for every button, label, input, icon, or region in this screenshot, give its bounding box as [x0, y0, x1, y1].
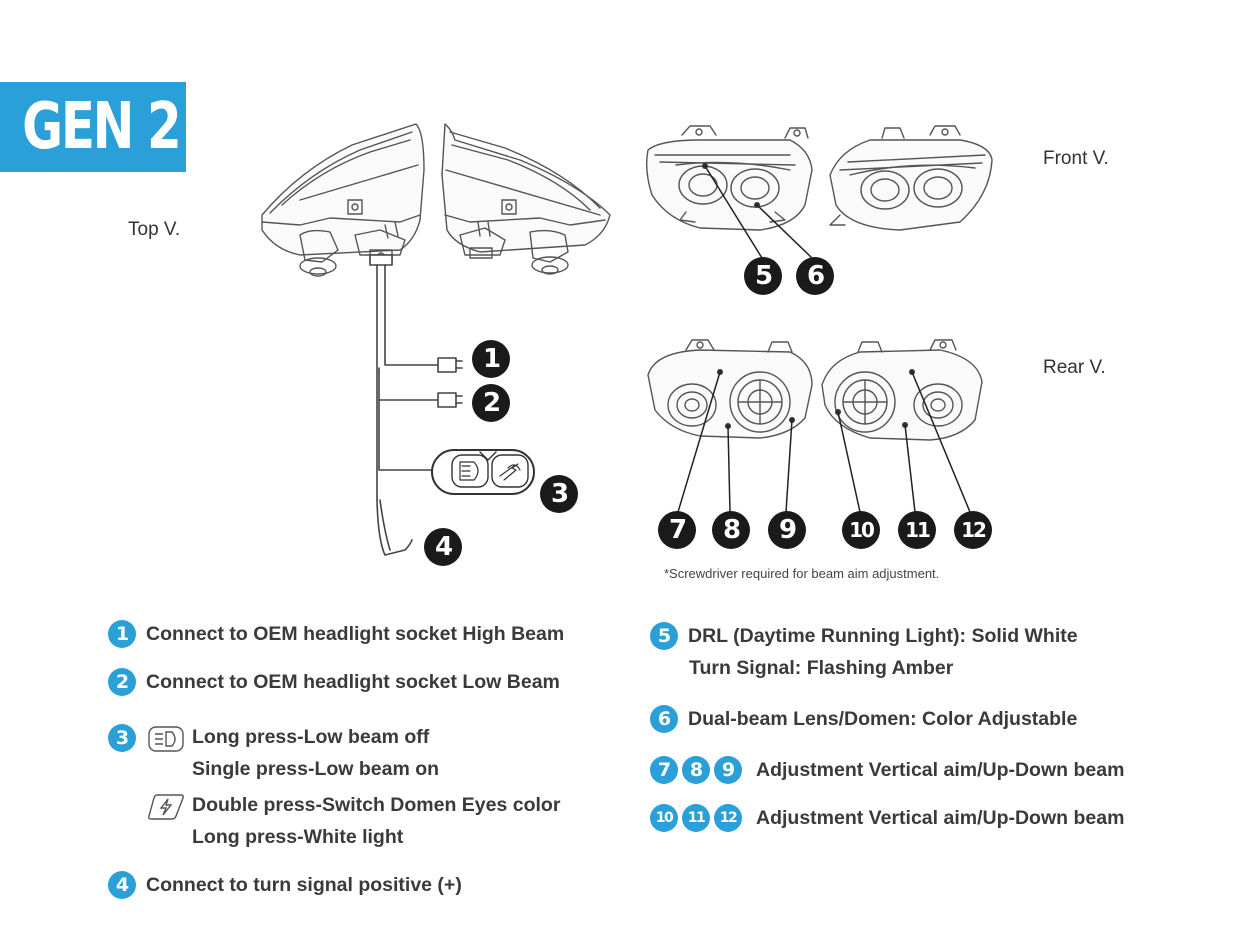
leader-lines — [677, 165, 971, 513]
legend-badge-4: 4 — [108, 871, 136, 899]
screwdriver-note: *Screwdriver required for beam aim adjus… — [664, 566, 940, 581]
legend-text-4: Connect to turn signal positive (+) — [146, 873, 462, 896]
legend-text-6: Dual-beam Lens/Domen: Color Adjustable — [688, 707, 1078, 730]
callout-12: 12 — [954, 511, 992, 549]
legend-badge-10: 10 — [650, 804, 678, 832]
legend-item-2: 2 Connect to OEM headlight socket Low Be… — [108, 668, 560, 696]
legend-text-3b1: Double press-Switch Domen Eyes color — [192, 794, 561, 816]
callout-6: 6 — [796, 257, 834, 295]
legend-badge-9: 9 — [714, 756, 742, 784]
low-beam-icon — [148, 726, 184, 752]
top-view-right-headlight — [441, 123, 611, 275]
gen-banner: GEN 2 — [0, 82, 186, 172]
rear-view-left-headlight — [647, 339, 813, 439]
legend-badge-5: 5 — [650, 622, 678, 650]
legend-text-3a1: Long press-Low beam off — [192, 726, 430, 748]
callout-8: 8 — [712, 511, 750, 549]
top-view-label: Top V. — [128, 219, 181, 240]
callout-10: 10 — [842, 511, 880, 549]
legend-item-3: 3 — [108, 724, 136, 752]
legend-text-3a2: Single press-Low beam on — [192, 758, 440, 780]
legend-item-5: 5 DRL (Daytime Running Light): Solid Whi… — [650, 622, 1078, 650]
legend-text-3b2: Long press-White light — [192, 826, 404, 848]
callout-1: 1 — [472, 340, 510, 378]
legend-badge-1: 1 — [108, 620, 136, 648]
legend-item-6: 6 Dual-beam Lens/Domen: Color Adjustable — [650, 705, 1077, 733]
legend-item-4: 4 Connect to turn signal positive (+) — [108, 871, 462, 899]
top-view-left-headlight — [261, 123, 425, 277]
legend-text-1: Connect to OEM headlight socket High Bea… — [146, 622, 565, 645]
front-view-label: Front V. — [1043, 148, 1109, 169]
callout-9: 9 — [768, 511, 806, 549]
legend-item-789: 7 8 9 Adjustment Vertical aim/Up-Down be… — [650, 756, 1124, 784]
front-view-right-headlight — [829, 125, 993, 231]
legend-badge-12: 12 — [714, 804, 742, 832]
lightning-icon — [148, 794, 184, 820]
legend-text-101112: Adjustment Vertical aim/Up-Down beam — [756, 806, 1125, 829]
legend-text-2: Connect to OEM headlight socket Low Beam — [146, 670, 560, 693]
legend-badge-11: 11 — [682, 804, 710, 832]
legend-badge-7: 7 — [650, 756, 678, 784]
callout-2: 2 — [472, 384, 510, 422]
legend-badge-6: 6 — [650, 705, 678, 733]
callout-4: 4 — [424, 528, 462, 566]
legend-badge-3: 3 — [108, 724, 136, 752]
callout-3: 3 — [540, 475, 578, 513]
callout-7: 7 — [658, 511, 696, 549]
legend-text-5a: DRL (Daytime Running Light): Solid White — [688, 624, 1078, 647]
callout-5: 5 — [744, 257, 782, 295]
switch-pod — [431, 449, 535, 495]
legend-item-101112: 10 11 12 Adjustment Vertical aim/Up-Down… — [650, 804, 1124, 832]
gen-title: GEN 2 — [22, 90, 182, 164]
legend-item-1: 1 Connect to OEM headlight socket High B… — [108, 620, 564, 648]
front-view-left-headlight — [645, 125, 813, 231]
rear-view-right-headlight — [821, 339, 983, 441]
callout-11: 11 — [898, 511, 936, 549]
legend-badge-2: 2 — [108, 668, 136, 696]
rear-view-label: Rear V. — [1043, 357, 1106, 378]
wiring-harness — [369, 254, 463, 556]
headlight-diagram — [261, 123, 993, 556]
legend-text-789: Adjustment Vertical aim/Up-Down beam — [756, 758, 1125, 781]
legend-text-5b: Turn Signal: Flashing Amber — [689, 657, 954, 679]
legend-badge-8: 8 — [682, 756, 710, 784]
